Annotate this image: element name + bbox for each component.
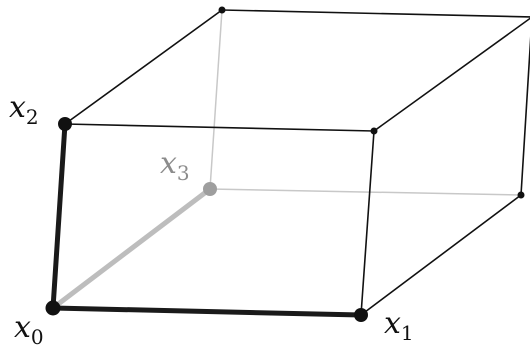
minor-vertices: [218, 6, 525, 199]
label-x1: x1: [384, 306, 414, 345]
edge-top-right: [373, 17, 530, 132]
vertex-top-front-right: [370, 127, 378, 135]
vertex-x0: [45, 300, 61, 316]
hidden-edges: [209, 9, 522, 196]
edge-top-back: [221, 9, 530, 18]
vertex-x3: [203, 182, 217, 196]
hidden-edge-x3-top: [209, 9, 223, 190]
edge-right-front-vertical: [360, 130, 375, 316]
vertex-back-right: [517, 191, 525, 199]
vertex-x1: [354, 308, 368, 322]
edge-bottom-right: [360, 194, 522, 316]
visible-edges: [64, 9, 530, 316]
vertex-x2: [58, 117, 72, 131]
edge-right-back-vertical: [520, 36, 530, 196]
label-x2: x2: [9, 90, 39, 129]
label-x0: x0: [14, 310, 44, 346]
basis-edge-x0-x3: [50, 186, 213, 311]
basis-edge-x0-x1: [50, 305, 364, 318]
hidden-edge-x3-right: [209, 188, 522, 196]
label-x3: x3: [160, 146, 190, 185]
vertex-top-back-left: [218, 6, 226, 14]
basis-edge-x0-x2: [50, 121, 68, 311]
edge-x2-topfront: [64, 123, 375, 132]
edge-x2-topback: [64, 9, 223, 125]
